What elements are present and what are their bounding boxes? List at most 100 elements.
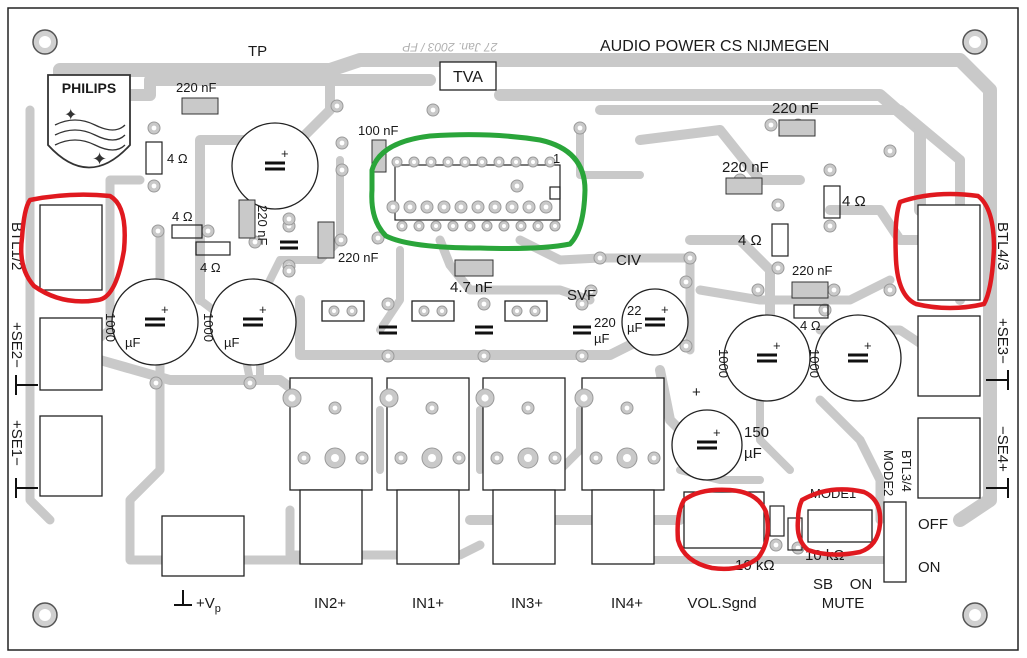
in1-label: IN1+ [412,595,444,612]
res-10k-mute [787,517,803,551]
ic-pin-hole [429,160,433,164]
ic-pin-hole [536,224,540,228]
res-4ohm-label-3: 4 Ω [200,260,221,275]
ic-pin-hole [526,204,532,210]
ground-symbol-se4 [986,478,1009,498]
on-label-mute: ON [850,576,873,593]
input-jack-plug [396,489,460,565]
polarity-mark: + [281,146,289,161]
jack-pad-hole [385,394,393,402]
cap-symbol-pad-a-hole [481,301,487,307]
plus-mark-1: + [692,384,701,401]
pad-18-hole [683,343,689,349]
cap-220nf-top-right [778,119,816,137]
connector-se2 [39,317,103,391]
jumper-header [321,300,365,322]
cap-symbol-pad-b-hole [286,268,292,274]
ic-pin-hole [468,224,472,228]
pad-35-hole [773,542,779,548]
polarity-mark: + [773,338,781,353]
cap-1000uf-3-value: 1000 [716,349,731,378]
ic-pin-hole [485,224,489,228]
res-10k-vol [769,505,785,537]
cap-220nf-mid [317,221,335,259]
jack-pad-hole [525,405,531,411]
cap-1000uf-2-unit: µF [224,335,239,350]
pad-1-hole [151,183,157,189]
off-label: OFF [918,516,948,533]
pad-22-hole [827,223,833,229]
civ-label: CIV [616,252,641,269]
pad-8-hole [155,228,161,234]
philips-logo: PHILIPS ✦ ✦ [47,74,131,169]
ic-pin-hole [400,224,404,228]
jack-pad-hole [456,455,462,461]
cap-220nf-right2 [791,281,829,299]
se2-label: +SE2− [8,322,25,368]
polarity-mark: + [259,302,267,317]
cap-symbol-pad-b-hole [579,353,585,359]
jack-pad-hole [481,394,489,402]
res-4ohm-3 [195,241,231,256]
jack-pad-hole [428,454,436,462]
ic-pin-hole [548,160,552,164]
power-connector [161,515,245,577]
connector-btl43 [917,204,981,301]
jack-pad-hole [580,394,588,402]
cap-220nf-right2-label: 220 nF [792,263,833,278]
mute-switch [807,509,873,543]
jack-pad-hole [623,454,631,462]
ic-pin-hole [446,160,450,164]
ic-pin-hole [434,224,438,228]
ic-pin-hole [395,160,399,164]
jack-pad-hole [624,405,630,411]
connector-se1 [39,415,103,497]
jack-pad-hole [398,455,404,461]
ic-pin-hole [509,204,515,210]
board-title: AUDIO POWER CS NIJMEGEN [600,38,829,55]
cap-220nf-top-left [181,97,219,115]
cap-220uf-value: 220 [594,315,616,330]
highlight-btl43 [893,191,997,311]
ic-pin-hole [492,204,498,210]
input-jack-body [482,377,566,491]
pad-25-hole [755,287,761,293]
pad-3-hole [430,107,436,113]
se1-label: +SE1− [8,420,25,466]
ic-pin-hole [514,160,518,164]
vp-label: +Vp [196,595,221,615]
ic-label: TVA [453,69,483,86]
ic-footprint [386,156,561,232]
cap-22uf-value: 22 [627,303,641,318]
jumper-header [411,300,455,322]
connector-btl12 [39,204,103,291]
cap-1000uf-1-unit: µF [125,335,140,350]
highlight-ic [369,132,588,251]
pad-16-hole [597,255,603,261]
pad-28-hole [822,307,828,313]
polarity-mark: + [864,338,872,353]
cap-150uf-unit: µF [744,445,762,462]
cap-220nf-right-label: 220 nF [722,159,769,176]
pad-30-hole [247,380,253,386]
ic-pin-hole [553,224,557,228]
cap-symbol-pad-b-hole [385,353,391,359]
input-jack-plug [299,489,363,565]
btl34-label: BTL3/4 [899,450,914,492]
ic-pin-hole [519,224,523,228]
ic-pin-hole [417,224,421,228]
cap-symbols: +++++++ [145,146,872,450]
ic-pin-hole [412,160,416,164]
ic-label-box [439,61,497,91]
pad-10-hole [252,239,258,245]
jumper-pad-hole [332,309,336,313]
ic-pin-hole [543,204,549,210]
ic-pin-hole [390,204,396,210]
ic-pin1-mark: 1 [553,151,560,166]
cap-1000uf-4-value: 1000 [807,349,822,378]
se3-label: +SE3− [994,318,1011,364]
input-jack-body [581,377,665,491]
sb-label: SB [813,576,833,593]
cap-4-7nf [454,259,494,277]
